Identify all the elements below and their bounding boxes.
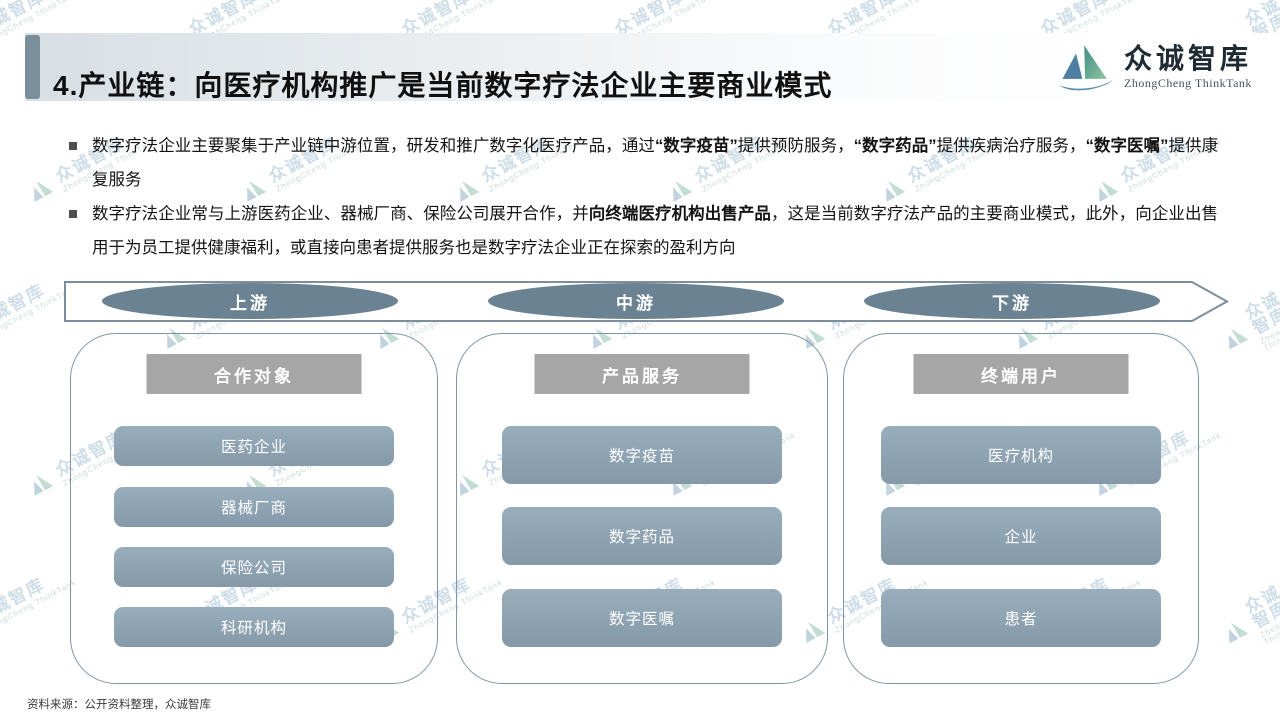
column-header: 产品服务	[534, 354, 750, 394]
column-header: 终端用户	[913, 354, 1129, 394]
column-upstream: 合作对象 医药企业器械厂商保险公司科研机构	[70, 333, 438, 684]
logo-text: 众诚智库 ZhongCheng ThinkTank	[1123, 44, 1252, 91]
diagram-item: 医药企业	[114, 426, 394, 466]
diagram-item: 数字医嘱	[502, 589, 782, 647]
title-accent-bar	[25, 35, 40, 99]
diagram-item: 器械厂商	[114, 487, 394, 527]
bullet-list: 数字疗法企业主要聚集于产业链中游位置，研发和推广数字化医疗产品，通过“数字疫苗”…	[66, 129, 1218, 265]
logo-name: 众诚智库	[1123, 44, 1252, 76]
company-logo: 众诚智库 ZhongCheng ThinkTank	[1057, 42, 1252, 94]
bullet-item: 数字疗法企业常与上游医药企业、器械厂商、保险公司展开合作，并向终端医疗机构出售产…	[66, 197, 1218, 265]
diagram-item: 保险公司	[114, 547, 394, 587]
sailboat-logo-icon	[1058, 45, 1114, 91]
diagram-item: 企业	[881, 507, 1161, 565]
logo-subtitle: ZhongCheng ThinkTank	[1123, 75, 1252, 90]
diagram-item: 医疗机构	[881, 426, 1161, 484]
stage-upstream: 上游	[102, 283, 398, 319]
stage-downstream: 下游	[864, 283, 1160, 319]
bullet-item: 数字疗法企业主要聚集于产业链中游位置，研发和推广数字化医疗产品，通过“数字疫苗”…	[66, 129, 1218, 197]
page-title: 4.产业链：向医疗机构推广是当前数字疗法企业主要商业模式	[53, 69, 833, 101]
stage-midstream: 中游	[488, 283, 784, 319]
source-note: 资料来源：公开资料整理，众诚智库	[27, 699, 211, 711]
diagram-item: 数字药品	[502, 507, 782, 565]
diagram-item: 数字疫苗	[502, 426, 782, 484]
column-downstream: 终端用户 医疗机构企业患者	[843, 333, 1199, 684]
column-midstream: 产品服务 数字疫苗数字药品数字医嘱	[456, 333, 828, 684]
diagram-item: 患者	[881, 589, 1161, 647]
column-header: 合作对象	[146, 354, 362, 394]
diagram-item: 科研机构	[114, 607, 394, 647]
